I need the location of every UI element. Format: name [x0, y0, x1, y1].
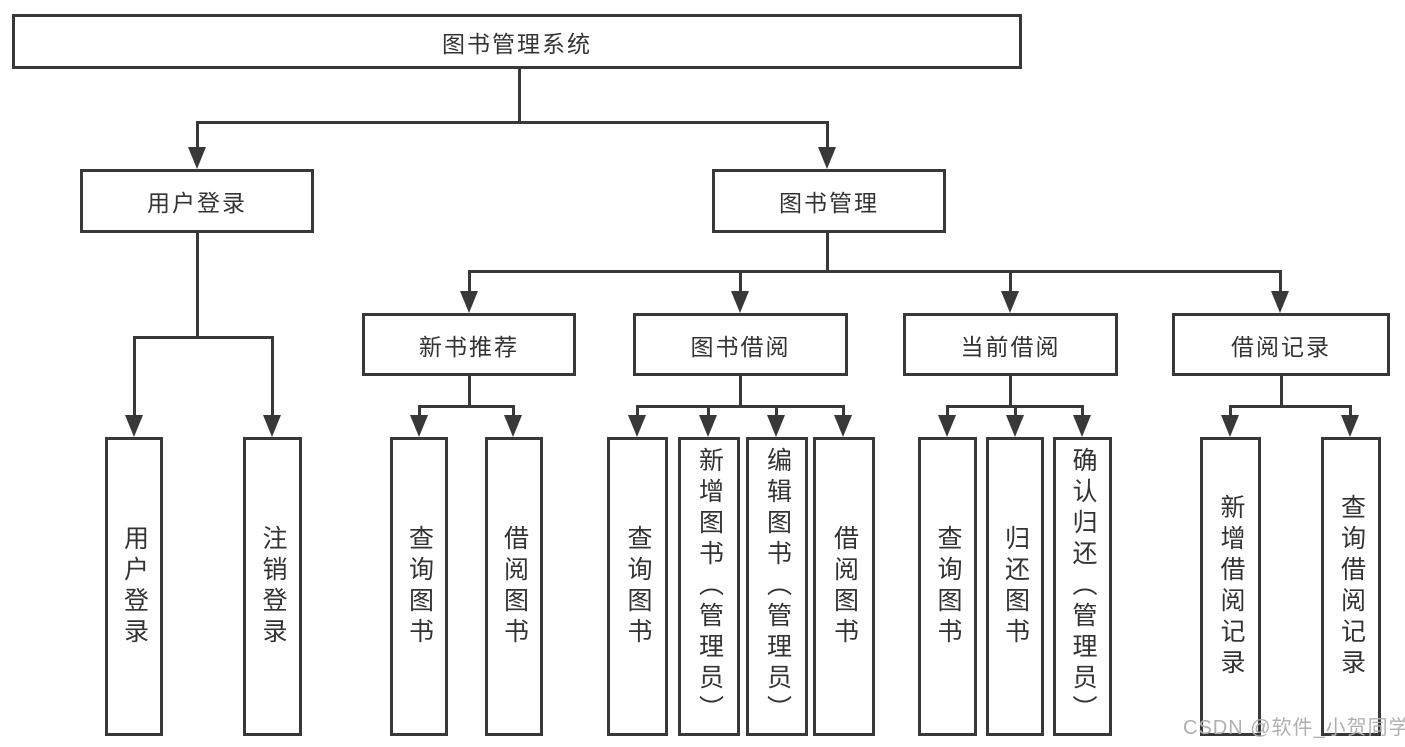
- node-book-management: 图书管理: [712, 169, 946, 233]
- node-label: 归还图书: [1001, 524, 1030, 649]
- node-label: 借阅图书: [500, 524, 529, 649]
- connector-line: [636, 405, 639, 417]
- arrowhead: [504, 415, 522, 437]
- node-book-borrowing: 图书借阅: [633, 313, 848, 376]
- connector-line: [512, 405, 515, 417]
- connector-line: [468, 376, 471, 408]
- connector-line: [842, 405, 845, 417]
- connector-line: [1279, 270, 1282, 293]
- connector-line: [468, 270, 1282, 273]
- connector-line: [739, 376, 742, 408]
- connector-line: [1014, 405, 1017, 417]
- node-leaf-borrow-books-borrowing: 借阅图书: [813, 437, 875, 736]
- csdn-watermark: CSDN @软件_小贺同学: [1183, 717, 1405, 739]
- node-label: 借阅图书: [830, 524, 859, 649]
- arrowhead: [1221, 415, 1239, 437]
- arrowhead: [410, 415, 428, 437]
- node-leaf-query-books-recommend: 查询图书: [390, 437, 448, 736]
- node-label: 查询借阅记录: [1337, 493, 1366, 680]
- connector-line: [518, 69, 521, 124]
- connector-line: [826, 121, 829, 149]
- arrowhead: [834, 415, 852, 437]
- connector-line: [636, 405, 845, 408]
- node-label: 确认归还（管理员）: [1069, 447, 1097, 726]
- connector-line: [271, 336, 274, 416]
- node-label: 新增图书（管理员）: [695, 447, 724, 726]
- arrowhead: [460, 291, 478, 313]
- node-leaf-return-book: 归还图书: [986, 437, 1044, 736]
- node-leaf-confirm-return-admin: 确认归还（管理员）: [1053, 437, 1112, 736]
- arrowhead: [1271, 291, 1289, 313]
- node-label: 用户登录: [147, 190, 247, 216]
- node-leaf-user-login: 用户登录: [105, 437, 163, 736]
- node-leaf-add-borrow-record: 新增借阅记录: [1200, 437, 1261, 736]
- arrowhead: [628, 415, 646, 437]
- node-label: 注销登录: [259, 524, 287, 649]
- node-leaf-query-books-borrowing: 查询图书: [607, 437, 668, 736]
- connector-line: [133, 336, 136, 416]
- node-label: 用户登录: [120, 524, 149, 649]
- arrowhead: [1073, 415, 1091, 437]
- node-current-borrowing: 当前借阅: [903, 313, 1118, 376]
- connector-line: [196, 121, 199, 149]
- connector-line: [826, 233, 829, 273]
- arrowhead: [263, 415, 281, 437]
- connector-line: [946, 405, 949, 417]
- node-leaf-borrow-books-recommend: 借阅图书: [485, 437, 543, 736]
- arrowhead: [699, 415, 717, 437]
- arrowhead: [1001, 291, 1019, 313]
- arrowhead: [731, 291, 749, 313]
- node-library-management-system: 图书管理系统: [12, 14, 1022, 69]
- node-leaf-edit-book-admin: 编辑图书（管理员）: [746, 437, 808, 736]
- connector-line: [133, 336, 274, 339]
- connector-line: [418, 405, 421, 417]
- node-label: 当前借阅: [960, 333, 1061, 360]
- connector-line: [1349, 405, 1352, 417]
- connector-line: [1081, 405, 1084, 417]
- arrowhead: [1341, 415, 1359, 437]
- node-leaf-query-borrow-record: 查询借阅记录: [1321, 437, 1381, 736]
- node-new-book-recommendation: 新书推荐: [362, 313, 576, 376]
- node-label: 借阅记录: [1231, 333, 1331, 360]
- arrowhead: [767, 415, 785, 437]
- connector-line: [196, 233, 199, 339]
- node-label: 新增借阅记录: [1217, 493, 1245, 680]
- connector-line: [707, 405, 710, 417]
- connector-line: [1229, 405, 1352, 408]
- connector-line: [739, 270, 742, 293]
- node-label: 新书推荐: [419, 333, 519, 360]
- connector-line: [1009, 376, 1012, 408]
- connector-line: [418, 405, 515, 408]
- node-label: 图书管理系统: [442, 30, 592, 57]
- node-leaf-add-book-admin: 新增图书（管理员）: [678, 437, 740, 736]
- arrowhead: [938, 415, 956, 437]
- connector-line: [1009, 270, 1012, 293]
- node-user-login: 用户登录: [80, 169, 314, 233]
- node-leaf-query-books-current: 查询图书: [918, 437, 977, 736]
- node-label: 查询图书: [934, 524, 962, 649]
- node-leaf-logout: 注销登录: [243, 437, 302, 736]
- node-label: 图书管理: [779, 190, 879, 216]
- arrowhead: [125, 415, 143, 437]
- connector-line: [1280, 376, 1283, 408]
- arrowhead: [188, 147, 206, 169]
- node-borrowing-records: 借阅记录: [1172, 313, 1390, 376]
- connector-line: [196, 121, 829, 124]
- node-label: 编辑图书（管理员）: [763, 447, 792, 726]
- node-label: 图书借阅: [690, 333, 791, 360]
- connector-line: [775, 405, 778, 417]
- arrowhead: [818, 147, 836, 169]
- node-label: 查询图书: [405, 524, 434, 649]
- node-label: 查询图书: [624, 524, 652, 649]
- connector-line: [468, 270, 471, 293]
- arrowhead: [1006, 415, 1024, 437]
- connector-line: [1229, 405, 1232, 417]
